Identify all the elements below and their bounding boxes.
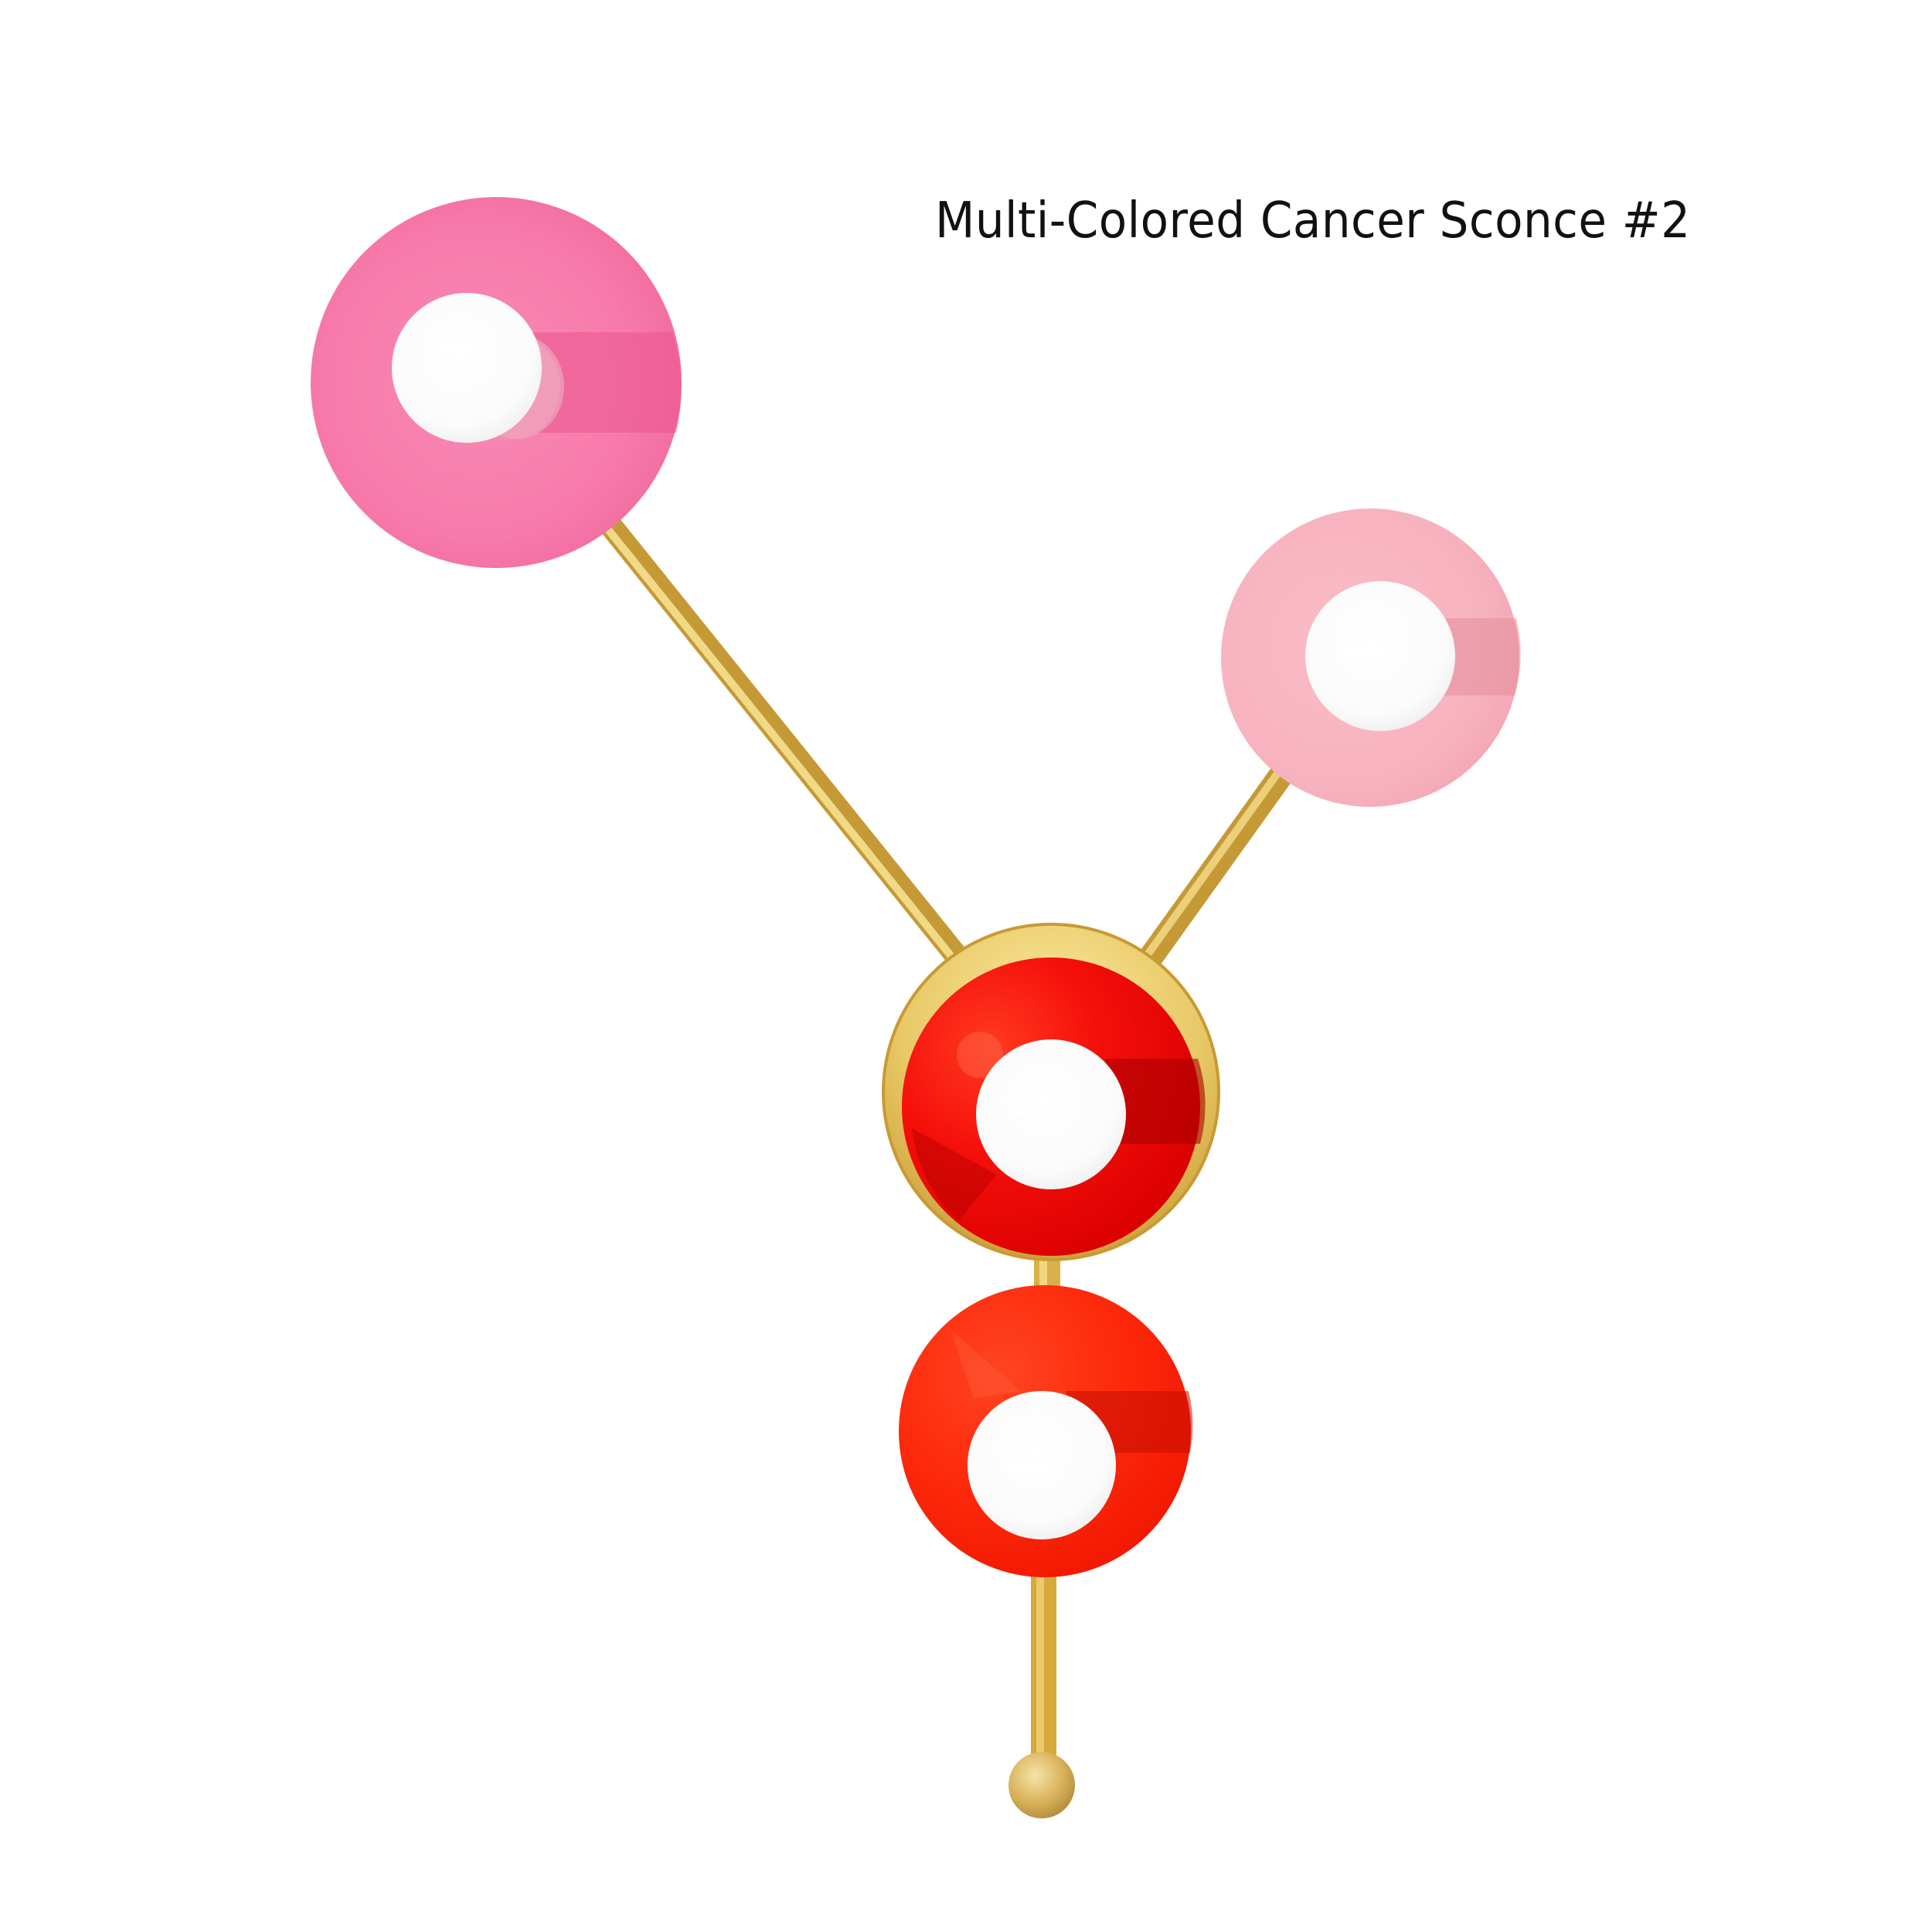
product-title: Multi-Colored Cancer Sconce #2 [935,192,1691,250]
bulb-icon [392,293,542,443]
right-arm-rod [1124,765,1294,988]
tail-rod [1031,1561,1056,1762]
center-shade [882,923,1220,1261]
finial-ball [1009,1752,1075,1818]
top-right-shade [1221,509,1521,807]
left-arm-rod [601,518,988,991]
bottom-shade [899,1285,1193,1577]
top-left-shade [311,197,682,568]
